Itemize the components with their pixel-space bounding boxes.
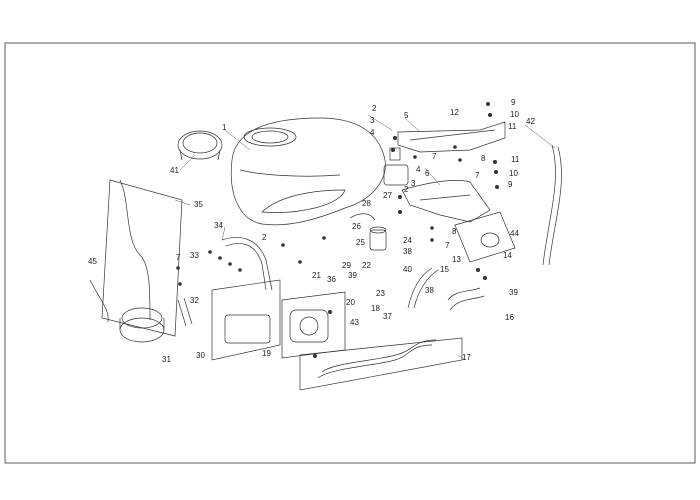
callout-2: 2 bbox=[262, 233, 267, 242]
diagram-border bbox=[4, 42, 696, 464]
callout-8: 8 bbox=[452, 227, 457, 236]
upper-bracket bbox=[397, 121, 506, 153]
callout-26: 26 bbox=[352, 222, 361, 231]
callout-28: 28 bbox=[362, 199, 371, 208]
ecu-unit bbox=[224, 314, 271, 344]
throttle-body-box bbox=[211, 279, 281, 361]
callout-33: 33 bbox=[190, 251, 199, 260]
callout-37: 37 bbox=[383, 312, 392, 321]
callout-6: 6 bbox=[425, 169, 430, 178]
tank-knee-pad bbox=[261, 189, 346, 213]
callout-40: 40 bbox=[403, 265, 412, 274]
callout-5: 5 bbox=[404, 111, 409, 120]
callout-19: 19 bbox=[262, 349, 271, 358]
callout-7: 7 bbox=[445, 241, 450, 250]
callout-30: 30 bbox=[196, 351, 205, 360]
callout-4: 4 bbox=[416, 165, 421, 174]
callout-11: 11 bbox=[511, 155, 520, 164]
callout-18: 18 bbox=[371, 304, 380, 313]
hose-17 bbox=[299, 337, 463, 391]
callout-44: 44 bbox=[510, 229, 519, 238]
callout-7: 7 bbox=[432, 152, 437, 161]
callout-10: 10 bbox=[510, 110, 519, 119]
callout-24: 24 bbox=[403, 236, 412, 245]
fuel-tank bbox=[230, 117, 386, 226]
callout-20: 20 bbox=[346, 298, 355, 307]
charcoal-canister bbox=[119, 307, 165, 343]
callout-39: 39 bbox=[509, 288, 518, 297]
callout-27: 27 bbox=[383, 191, 392, 200]
callout-7: 7 bbox=[475, 171, 480, 180]
callout-3: 3 bbox=[370, 116, 375, 125]
callout-10: 10 bbox=[509, 169, 518, 178]
callout-11: 11 bbox=[508, 122, 517, 131]
throttle-body bbox=[289, 309, 329, 343]
callout-43: 43 bbox=[350, 318, 359, 327]
lower-bracket bbox=[401, 180, 491, 223]
callout-3: 3 bbox=[411, 179, 416, 188]
callout-42: 42 bbox=[526, 117, 535, 126]
callout-34: 34 bbox=[214, 221, 223, 230]
callout-21: 21 bbox=[312, 271, 321, 280]
callout-4: 4 bbox=[370, 128, 375, 137]
hose-28 bbox=[349, 213, 376, 221]
callout-15: 15 bbox=[440, 265, 449, 274]
hose-42 bbox=[542, 144, 562, 266]
hose-18 bbox=[407, 267, 439, 309]
callout-8: 8 bbox=[481, 154, 486, 163]
callout-45: 45 bbox=[88, 257, 97, 266]
callout-38: 38 bbox=[425, 286, 434, 295]
callout-22: 22 bbox=[362, 261, 371, 270]
callout-38: 38 bbox=[403, 247, 412, 256]
callout-2: 2 bbox=[372, 104, 377, 113]
callout-29: 29 bbox=[342, 261, 351, 270]
callout-7: 7 bbox=[176, 253, 181, 262]
fuel-valve-assembly bbox=[383, 164, 409, 186]
callout-9: 9 bbox=[508, 180, 513, 189]
callout-13: 13 bbox=[452, 255, 461, 264]
hose-16 bbox=[447, 287, 485, 311]
hose-31 bbox=[177, 297, 193, 327]
vapor-hose-group bbox=[101, 179, 183, 337]
callout-14: 14 bbox=[503, 251, 512, 260]
callout-36: 36 bbox=[327, 275, 336, 284]
fuel-filter bbox=[369, 226, 387, 251]
callout-9: 9 bbox=[511, 98, 516, 107]
pump-bracket-box bbox=[454, 211, 516, 263]
callout-2: 2 bbox=[404, 185, 409, 194]
fuel-cap bbox=[177, 130, 223, 161]
hose-34 bbox=[221, 237, 273, 291]
callout-1: 1 bbox=[222, 123, 227, 132]
callout-17: 17 bbox=[462, 353, 471, 362]
callout-23: 23 bbox=[376, 289, 385, 298]
callout-39: 39 bbox=[348, 271, 357, 280]
callout-16: 16 bbox=[505, 313, 514, 322]
callout-12: 12 bbox=[450, 108, 459, 117]
callout-25: 25 bbox=[356, 238, 365, 247]
callout-32: 32 bbox=[190, 296, 199, 305]
callout-41: 41 bbox=[170, 166, 179, 175]
callout-35: 35 bbox=[194, 200, 203, 209]
tank-filler-neck bbox=[243, 127, 297, 147]
callout-31: 31 bbox=[162, 355, 171, 364]
